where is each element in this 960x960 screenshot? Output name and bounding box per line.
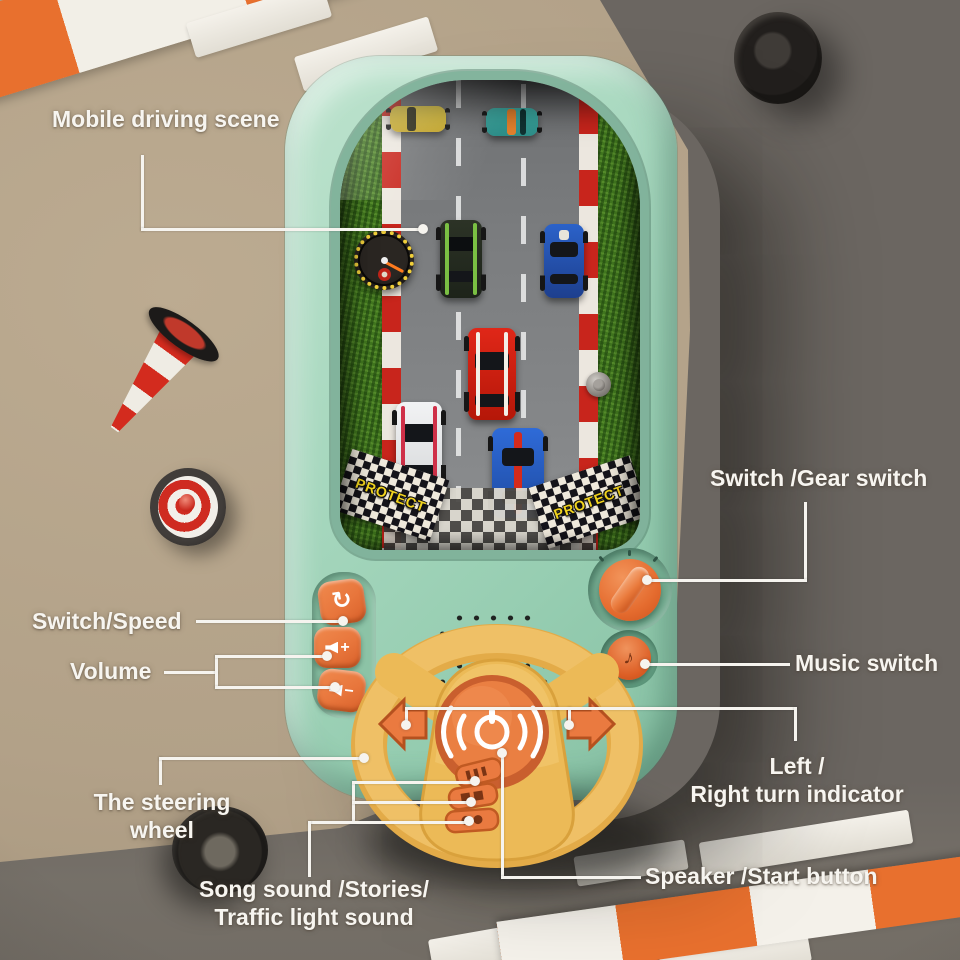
gear-switch[interactable]	[588, 548, 672, 632]
label-music-switch: Music switch	[795, 650, 939, 676]
lane-line	[521, 80, 526, 502]
toy-tire	[172, 806, 268, 894]
plus-sign: +	[340, 638, 350, 656]
label-steering-wheel: The steering wheel	[93, 789, 231, 843]
gear-switch-knob[interactable]	[599, 559, 661, 621]
toy-car-blue	[540, 224, 588, 298]
label-left-right-indicator: Left / Right turn indicator	[690, 753, 904, 807]
toy-car-yellow	[386, 106, 450, 132]
volume-up-button[interactable]: +	[314, 627, 361, 668]
toy-car-teal	[482, 108, 542, 136]
label-volume: Volume	[70, 658, 152, 684]
label-switch-gear: Switch /Gear switch	[710, 465, 928, 491]
steering-wheel[interactable]	[348, 612, 652, 872]
toy-console: PROTECT PROTECT ↻ + −	[285, 56, 677, 888]
label-mobile-driving-scene: Mobile driving scene	[52, 106, 280, 132]
banner-right-text: PROTECT	[551, 481, 627, 523]
toy-car-red	[464, 328, 520, 420]
speedometer-gauge	[354, 230, 414, 290]
label-speaker-start: Speaker /Start button	[645, 863, 878, 889]
screen-curb-right	[579, 80, 598, 550]
banner-left-text: PROTECT	[353, 474, 429, 516]
toy-tire	[734, 12, 822, 104]
label-switch-speed: Switch/Speed	[32, 608, 182, 634]
label-song-sound: Song sound /Stories/ Traffic light sound	[198, 876, 429, 930]
screw	[586, 372, 611, 397]
target-disc	[150, 468, 226, 546]
toy-car-green	[436, 220, 486, 298]
game-screen: PROTECT PROTECT	[340, 80, 640, 550]
traffic-light-sound-button[interactable]	[450, 814, 504, 838]
